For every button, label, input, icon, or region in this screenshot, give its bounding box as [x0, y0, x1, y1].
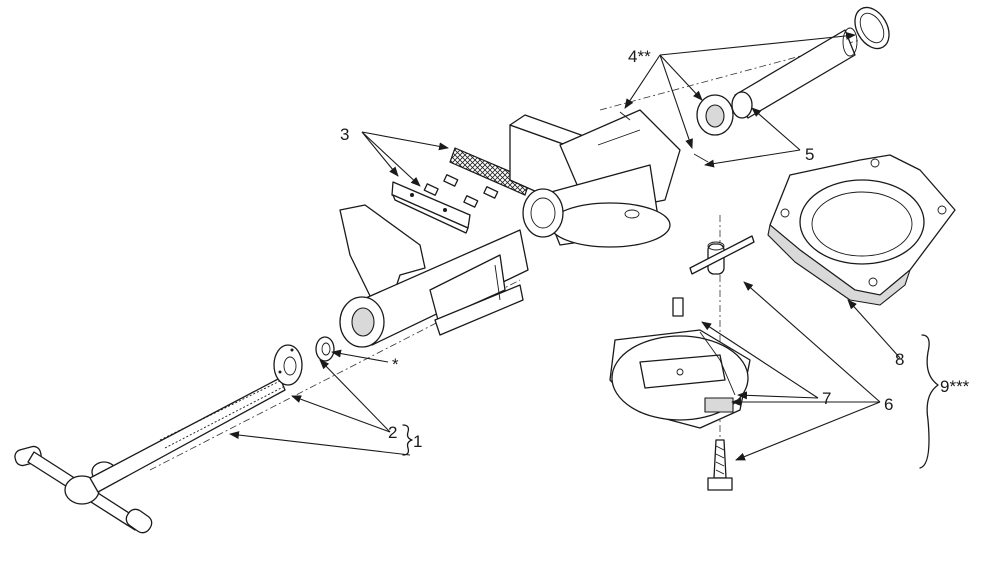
jaw-insert-rear	[449, 147, 531, 196]
brace-1	[402, 424, 413, 456]
rear-body	[509, 109, 681, 248]
leader-arrows	[229, 31, 901, 461]
label-2: 2	[388, 423, 397, 442]
label-3: 3	[340, 125, 349, 144]
brace-9	[919, 334, 939, 469]
label-8: 8	[895, 350, 904, 369]
label-4: 4**	[628, 47, 651, 66]
label-7: 7	[822, 389, 831, 408]
jaw-screws	[423, 174, 499, 208]
mounting-base	[767, 154, 956, 306]
front-jaw-slide	[339, 204, 529, 348]
label-9: 9***	[940, 377, 970, 396]
thrust-collar	[273, 344, 303, 386]
locking-handle	[689, 235, 755, 275]
locking-bolt	[707, 439, 733, 491]
locking-pin	[672, 297, 684, 317]
washer	[315, 336, 335, 362]
label-6: 6	[884, 395, 893, 414]
label-star: *	[392, 355, 399, 374]
label-5: 5	[805, 145, 814, 164]
handle-screw-assembly	[14, 377, 286, 534]
jaw-insert-front	[391, 181, 471, 234]
pipe-jaw-assembly	[619, 6, 890, 163]
label-1: 1	[413, 432, 422, 451]
swivel-base	[609, 329, 751, 429]
